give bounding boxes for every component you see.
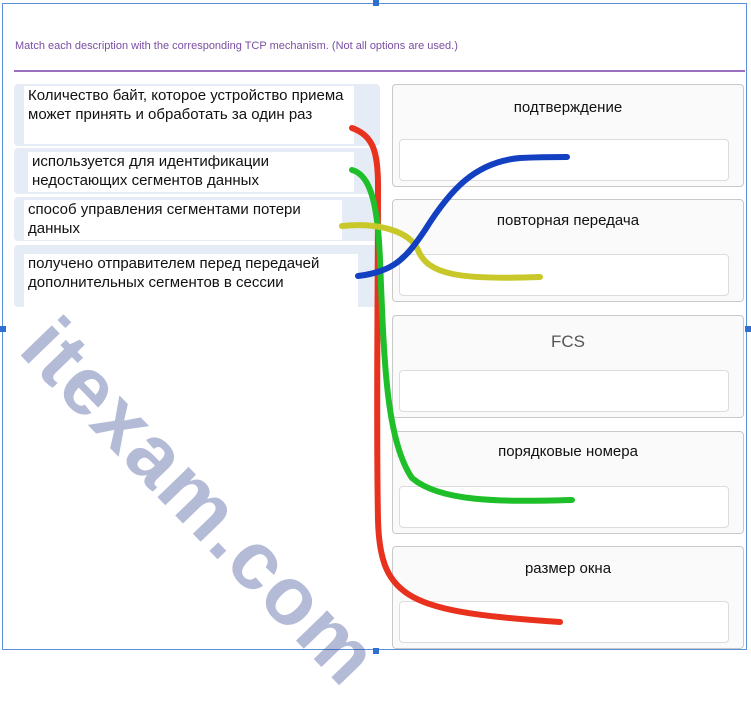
- description-retransmission[interactable]: способ управления сегментами потери данн…: [24, 200, 342, 240]
- drop-slot[interactable]: [399, 601, 729, 643]
- target-acknowledgment: подтверждение: [392, 84, 744, 187]
- target-label: порядковые номера: [498, 443, 638, 460]
- description-window-size[interactable]: Количество байт, которое устройство прие…: [24, 86, 354, 144]
- description-sequence-numbers[interactable]: используется для идентификации недостающ…: [28, 152, 354, 192]
- resize-handle[interactable]: [0, 326, 6, 332]
- target-retransmission: повторная передача: [392, 199, 744, 302]
- target-fcs: FCS: [392, 315, 744, 418]
- drop-slot[interactable]: [399, 370, 729, 412]
- drop-slot[interactable]: [399, 486, 729, 528]
- drop-slot[interactable]: [399, 254, 729, 296]
- target-window-size: размер окна: [392, 546, 744, 649]
- resize-handle[interactable]: [373, 0, 379, 6]
- resize-handle[interactable]: [745, 326, 751, 332]
- instruction-text: Match each description with the correspo…: [15, 40, 458, 52]
- description-acknowledgment[interactable]: получено отправителем перед передачей до…: [24, 254, 358, 312]
- target-label: FCS: [551, 332, 585, 351]
- target-sequence-numbers: порядковые номера: [392, 431, 744, 534]
- target-label: повторная передача: [496, 212, 640, 229]
- drop-slot[interactable]: [399, 139, 729, 181]
- target-label: размер окна: [524, 560, 612, 577]
- divider: [14, 70, 745, 72]
- resize-handle[interactable]: [373, 648, 379, 654]
- target-label: подтверждение: [513, 99, 623, 116]
